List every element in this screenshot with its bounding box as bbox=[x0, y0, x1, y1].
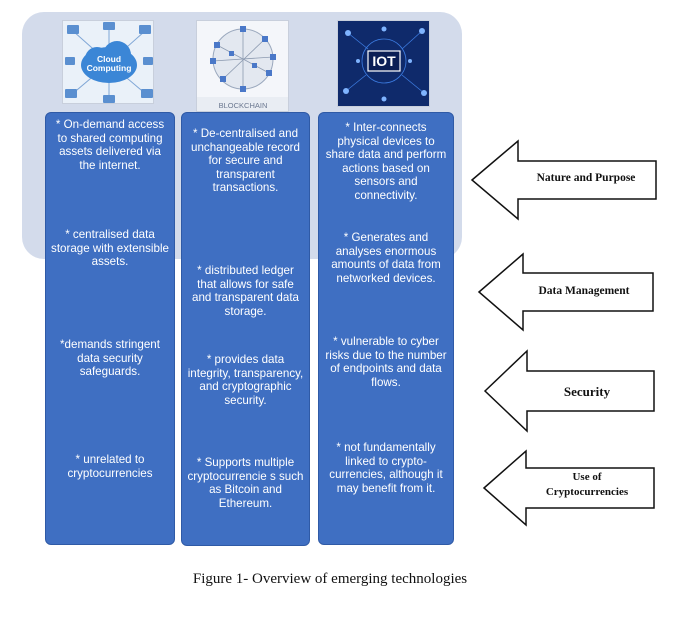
blockchain-data-text: * distributed ledger that allows for saf… bbox=[192, 264, 299, 318]
nature-purpose-label: Nature and Purpose bbox=[536, 172, 636, 184]
use-of-cryptocurrencies-arrow bbox=[482, 449, 655, 527]
security-label: Security bbox=[563, 384, 611, 399]
blockchain-image: BLOCKCHAIN bbox=[196, 20, 289, 112]
iot-security-text: * vulnerable to cyber risks due to the n… bbox=[325, 335, 447, 389]
data-management-label: Data Management bbox=[538, 285, 630, 297]
data-management-arrow bbox=[477, 252, 654, 332]
blockchain-security-text: * provides data integrity, transparency,… bbox=[187, 353, 304, 407]
iot-crypto-text: * not fundamentally linked to crypto-cur… bbox=[329, 441, 443, 495]
blockchain-crypto-text: * Supports multiple cryptocurrencie s su… bbox=[187, 456, 304, 510]
blockchain-image-label: BLOCKCHAIN bbox=[219, 101, 268, 110]
cloud-crypto-text: * unrelated to cryptocurrencies bbox=[67, 453, 153, 480]
iot-image: IOT bbox=[337, 20, 430, 107]
cloud-data-text: * centralised data storage with extensib… bbox=[51, 228, 169, 269]
security-arrow bbox=[483, 349, 655, 433]
iot-column: * Inter-connects physical devices to sha… bbox=[318, 112, 454, 545]
figure-caption: Figure 1- Overview of emerging technolog… bbox=[192, 571, 468, 587]
nature-purpose-arrow bbox=[470, 139, 657, 221]
use-of-cryptocurrencies-label: Use of Cryptocurrencies bbox=[545, 471, 629, 498]
iot-image-label: IOT bbox=[372, 53, 396, 69]
blockchain-column: * De-centralised and unchangeable record… bbox=[181, 112, 310, 546]
iot-nature-text: * Inter-connects physical devices to sha… bbox=[325, 121, 447, 202]
cloud-nature-text: * On-demand access to shared computing a… bbox=[55, 118, 165, 172]
iot-data-text: * Generates and analyses enormous amount… bbox=[331, 231, 441, 285]
cloud-column: * On-demand access to shared computing a… bbox=[45, 112, 175, 545]
cloud-security-text: *demands stringent data security safegua… bbox=[60, 338, 160, 379]
blockchain-nature-text: * De-centralised and unchangeable record… bbox=[191, 127, 300, 195]
